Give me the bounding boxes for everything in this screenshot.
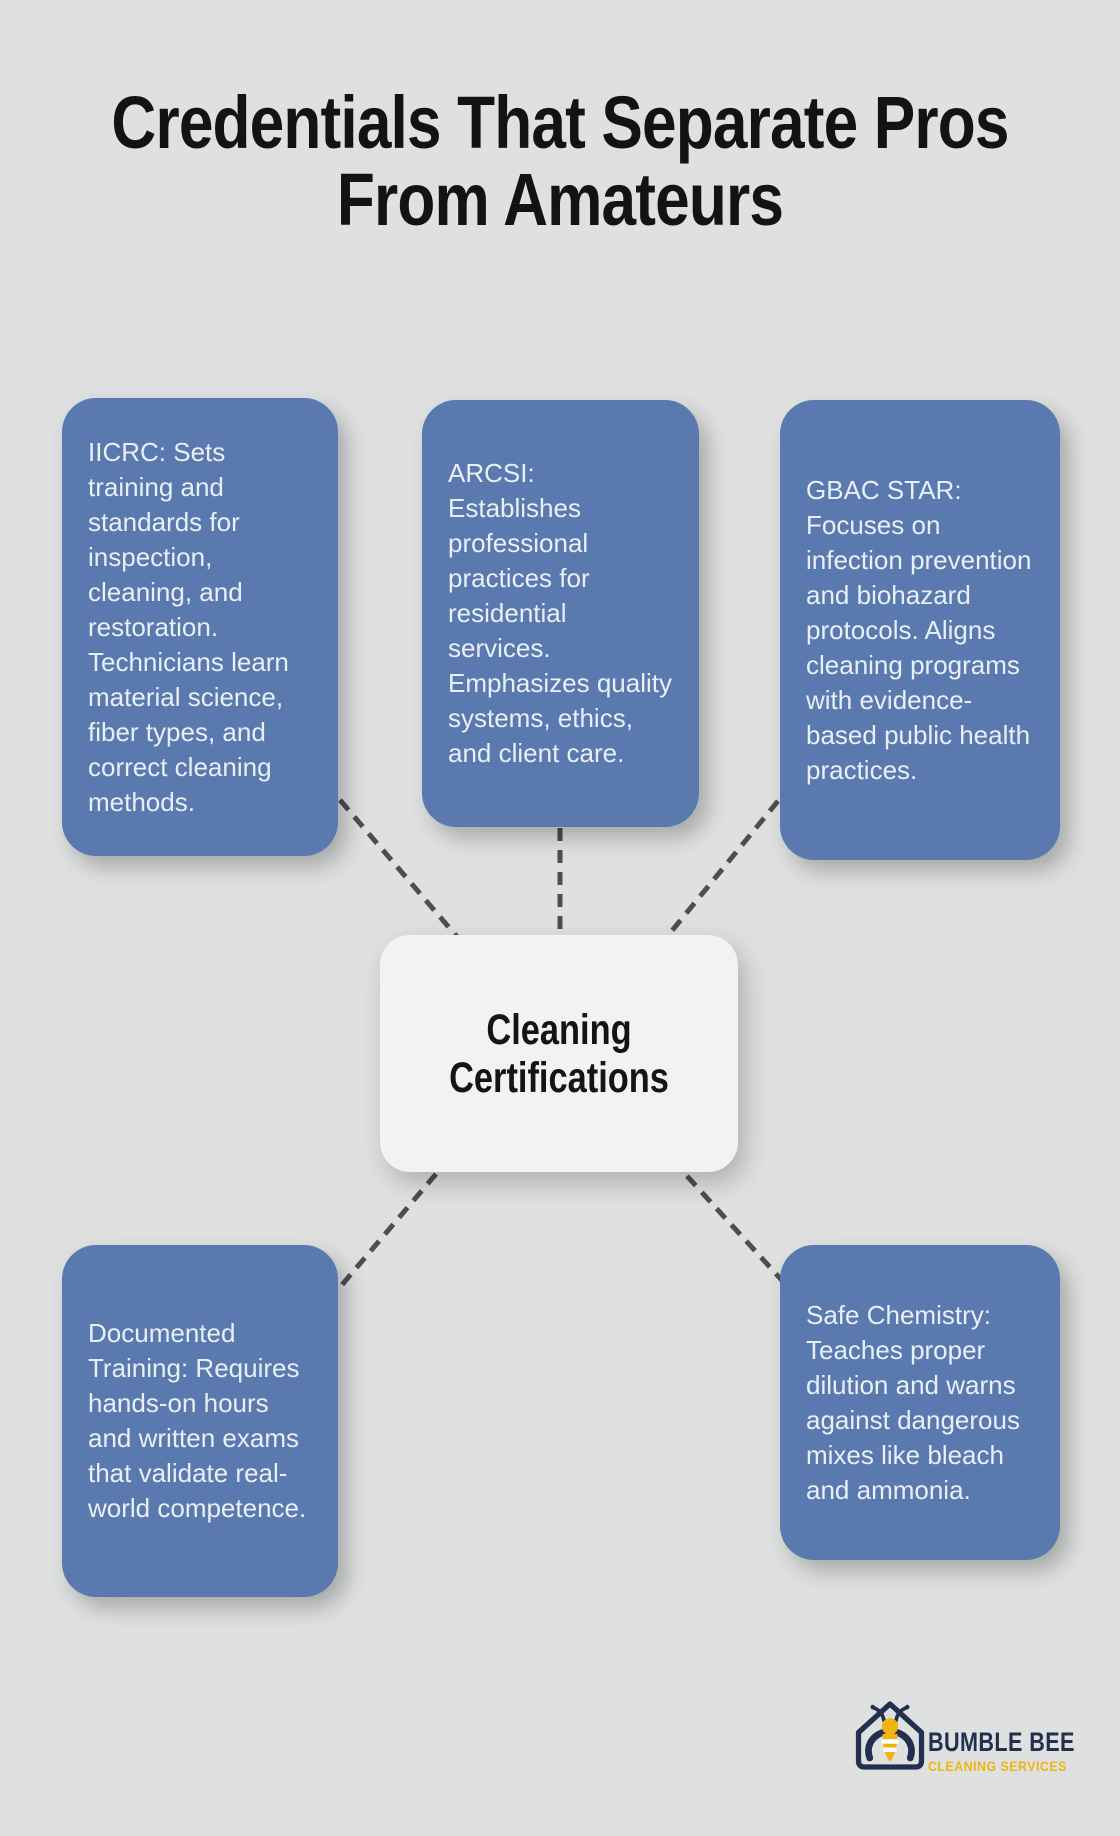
- info-card-documented-training-text: Documented Training: Requires hands-on h…: [88, 1318, 307, 1523]
- info-card-documented-training: Documented Training: Requires hands-on h…: [62, 1245, 338, 1597]
- info-card-arcsi-text: ARCSI: Establishes professional practice…: [448, 458, 672, 768]
- page-title-line2: From Amateurs: [336, 158, 784, 241]
- info-card-safe-chemistry: Safe Chemistry: Teaches proper dilution …: [780, 1245, 1060, 1560]
- connector-safe: [685, 1174, 790, 1289]
- logo-bee-wing-left: [865, 1729, 886, 1762]
- info-card-iicrc: IICRC: Sets training and standards for i…: [62, 398, 338, 856]
- info-card-safe-chemistry-text: Safe Chemistry: Teaches proper dilution …: [806, 1299, 1020, 1505]
- logo-bee-stripe-2: [883, 1747, 897, 1752]
- logo-house-outline: [855, 1701, 925, 1770]
- info-card-iicrc-text: IICRC: Sets training and standards for i…: [88, 436, 289, 817]
- logo-bee-head: [881, 1718, 899, 1735]
- logo-text-block: BUMBLE BEE CLEANING SERVICES: [928, 1729, 1120, 1774]
- logo-bee-wing-right: [894, 1729, 915, 1762]
- connector-documented: [339, 1172, 438, 1288]
- logo-bee-antenna-tip-right: [905, 1704, 910, 1710]
- central-node-label: Cleaning Certifications: [449, 1005, 669, 1102]
- info-card-gbac-star-text: GBAC STAR: Focuses on infection preventi…: [806, 474, 1032, 785]
- logo-bee-stripe-1: [881, 1739, 899, 1744]
- logo-tagline: CLEANING SERVICES: [928, 1758, 1067, 1774]
- info-card-arcsi: ARCSI: Establishes professional practice…: [422, 400, 699, 827]
- info-card-gbac-star: GBAC STAR: Focuses on infection preventi…: [780, 400, 1060, 860]
- logo-brand-name: BUMBLE BEE: [928, 1727, 1075, 1757]
- bumblebee-house-icon: [855, 1701, 925, 1770]
- page-title-line1: Credentials That Separate Pros: [111, 81, 1009, 164]
- page-title: Credentials That Separate Pros From Amat…: [90, 84, 1031, 238]
- central-node: Cleaning Certifications: [380, 935, 738, 1172]
- logo-bee-antenna-tip-left: [870, 1704, 875, 1710]
